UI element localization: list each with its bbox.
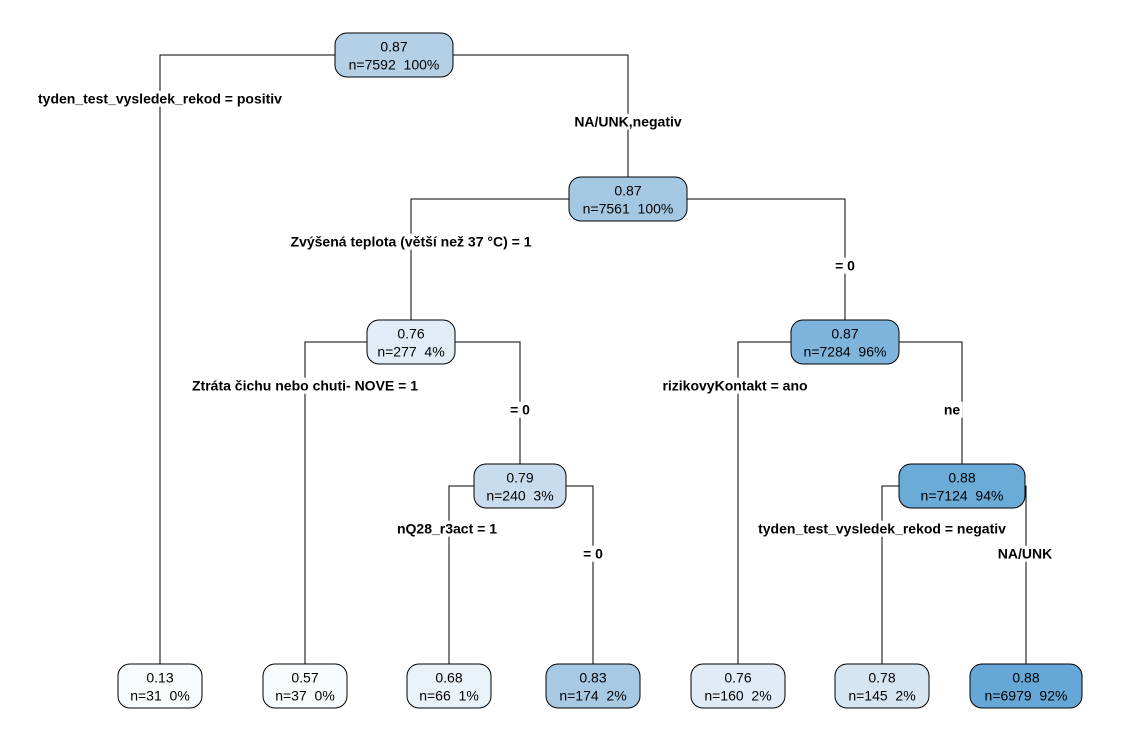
node-value: 0.68: [435, 670, 462, 686]
tree-nodes: 0.87 n=7592 100% 0.87 n=7561 100% 0.76 n=277 …: [117, 32, 1083, 709]
node-value: 0.78: [868, 670, 895, 686]
node-box: [969, 663, 1083, 709]
split-node: 0.87 n=7284 96%: [790, 319, 900, 365]
split-label: = 0: [835, 258, 855, 274]
split-label-background: [394, 520, 500, 537]
split-node: 0.87 n=7561 100%: [568, 176, 688, 222]
node-value: 0.88: [1012, 670, 1039, 686]
split-label: NA/UNK,negativ: [574, 114, 682, 130]
node-stats: n=66 1%: [419, 688, 479, 704]
split-label: tyden_test_vysledek_rekod = positiv: [38, 91, 282, 107]
split-label: tyden_test_vysledek_rekod = negativ: [758, 521, 1006, 537]
leaf-node: 0.83 n=174 2%: [545, 663, 641, 709]
node-box: [262, 663, 348, 709]
node-value: 0.87: [380, 39, 407, 55]
split-label: ne: [944, 402, 961, 418]
node-box: [790, 319, 900, 365]
split-node: 0.79 n=240 3%: [473, 463, 567, 509]
node-box: [568, 176, 688, 222]
split-node: 0.87 n=7592 100%: [334, 32, 454, 78]
node-value: 0.57: [291, 670, 318, 686]
node-stats: n=7592 100%: [349, 57, 440, 73]
tree-edge: [448, 485, 594, 664]
node-value: 0.88: [948, 470, 975, 486]
leaf-node: 0.13 n=31 0%: [117, 663, 203, 709]
split-label-background: [572, 113, 684, 130]
leaf-node: 0.78 n=145 2%: [834, 663, 930, 709]
node-box: [834, 663, 930, 709]
node-box: [690, 663, 786, 709]
split-label: Ztráta čichu nebo chuti- NOVE = 1: [192, 378, 418, 394]
leaf-node: 0.76 n=160 2%: [690, 663, 786, 709]
node-box: [117, 663, 203, 709]
split-label-background: [833, 257, 858, 274]
split-label: NA/UNK: [998, 546, 1052, 562]
split-label: = 0: [583, 546, 603, 562]
node-stats: n=174 2%: [559, 688, 626, 704]
node-stats: n=277 4%: [377, 344, 444, 360]
node-box: [334, 32, 454, 78]
tree-edge: [881, 485, 1027, 664]
node-stats: n=6979 92%: [985, 688, 1068, 704]
node-stats: n=7561 100%: [583, 201, 674, 217]
split-label-background: [36, 90, 285, 107]
split-labels: tyden_test_vysledek_rekod = positivNA/UN…: [36, 90, 1055, 562]
node-stats: n=7124 94%: [921, 488, 1004, 504]
node-value: 0.13: [146, 670, 173, 686]
split-label: Zvýšená teplota (větší než 37 °C) = 1: [291, 234, 532, 250]
node-box: [473, 463, 567, 509]
split-node: 0.76 n=277 4%: [366, 319, 456, 365]
leaf-node: 0.68 n=66 1%: [406, 663, 492, 709]
node-box: [406, 663, 492, 709]
split-label-background: [995, 545, 1055, 562]
node-stats: n=37 0%: [275, 688, 335, 704]
node-value: 0.79: [506, 470, 533, 486]
node-value: 0.76: [724, 670, 751, 686]
split-label-background: [581, 545, 606, 562]
split-label-background: [508, 401, 533, 418]
split-node: 0.88 n=7124 94%: [898, 463, 1026, 509]
split-label-background: [756, 520, 1009, 537]
node-stats: n=7284 96%: [804, 344, 887, 360]
node-value: 0.87: [614, 183, 641, 199]
split-label: = 0: [510, 402, 530, 418]
split-label: rizikovyKontakt = ano: [662, 378, 807, 394]
node-stats: n=31 0%: [130, 688, 190, 704]
split-label-background: [941, 401, 963, 418]
node-stats: n=240 3%: [486, 488, 553, 504]
split-label-background: [288, 233, 534, 250]
node-value: 0.76: [397, 326, 424, 342]
node-stats: n=160 2%: [704, 688, 771, 704]
node-stats: n=145 2%: [848, 688, 915, 704]
split-label: nQ28_r3act = 1: [397, 521, 497, 537]
node-value: 0.87: [831, 326, 858, 342]
node-box: [545, 663, 641, 709]
node-box: [898, 463, 1026, 509]
split-label-background: [190, 377, 421, 394]
leaf-node: 0.57 n=37 0%: [262, 663, 348, 709]
leaf-node: 0.88 n=6979 92%: [969, 663, 1083, 709]
node-box: [366, 319, 456, 365]
node-value: 0.83: [579, 670, 606, 686]
split-label-background: [660, 377, 810, 394]
